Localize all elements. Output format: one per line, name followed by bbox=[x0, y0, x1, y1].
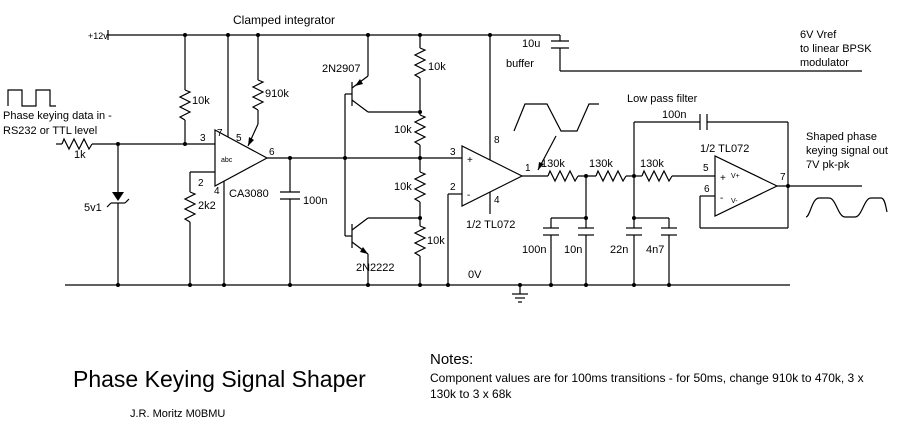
c-filter4-label: 4n7 bbox=[646, 244, 664, 256]
resistor-10k-bias-symbol bbox=[179, 89, 191, 121]
input-label-2: RS232 or TTL level bbox=[3, 125, 97, 137]
resistor-130k3-symbol bbox=[641, 170, 673, 182]
c-filter1-label: 100n bbox=[522, 244, 546, 256]
r-bias-bottom-label: 2k2 bbox=[198, 200, 216, 212]
r-bias-top-label: 10k bbox=[192, 95, 210, 107]
output-waveform-icon bbox=[805, 197, 888, 218]
clamp-stage bbox=[344, 35, 426, 285]
page-title: Phase Keying Signal Shaper bbox=[73, 366, 366, 392]
a-pin1-label: 1 bbox=[525, 163, 531, 174]
vref-label-3: modulator bbox=[800, 57, 849, 69]
resistor-10k-clamp1-symbol bbox=[414, 47, 426, 79]
r-clamp3-label: 10k bbox=[394, 181, 412, 193]
output-label-3: 7V pk-pk bbox=[806, 159, 850, 171]
ca-pin4-label: 4 bbox=[214, 186, 220, 197]
r-feedback-label: 910k bbox=[265, 88, 289, 100]
notes-line-1: Component values are for 100ms transitio… bbox=[430, 371, 864, 385]
input-network bbox=[56, 138, 215, 285]
notes-heading: Notes: bbox=[430, 351, 474, 368]
c-feedback-label: 100n bbox=[662, 109, 686, 121]
integrator-capacitor bbox=[280, 158, 300, 285]
b-plus-label: + bbox=[720, 173, 726, 184]
pin5-arrow-icon bbox=[248, 137, 254, 146]
r-clamp2-label: 10k bbox=[394, 124, 412, 136]
npn-label: 2N2222 bbox=[356, 262, 395, 274]
resistor-910k-symbol bbox=[252, 79, 264, 111]
b-vplus-label: V+ bbox=[731, 173, 740, 180]
resistor-2k2-symbol bbox=[184, 191, 196, 223]
b-pin6-label: 6 bbox=[704, 184, 710, 195]
lowpass-ladder bbox=[543, 122, 715, 285]
clamped-integrator-label: Clamped integrator bbox=[233, 13, 335, 27]
resistor-10k-clamp2-symbol bbox=[414, 114, 426, 146]
a-pin2-label: 2 bbox=[450, 182, 456, 193]
ca3080-label: CA3080 bbox=[229, 188, 269, 200]
buffer-label: buffer bbox=[506, 58, 534, 70]
supply-label: +12v bbox=[88, 31, 108, 41]
tl072b-stage bbox=[714, 155, 862, 217]
ca-mark-label: abc bbox=[221, 157, 233, 164]
tl072a-label: 1/2 TL072 bbox=[466, 219, 515, 231]
b-pin7-label: 7 bbox=[780, 172, 786, 183]
ground-rail bbox=[65, 284, 790, 303]
c-integrator-label: 100n bbox=[303, 195, 327, 207]
junction-dots bbox=[116, 33, 790, 287]
vref-label-1: 6V Vref bbox=[800, 29, 837, 41]
tl072a-opamp-icon bbox=[461, 145, 524, 207]
resistor-10k-clamp4-symbol bbox=[414, 225, 426, 257]
tl072a-stage bbox=[447, 35, 548, 285]
zener-label: 5v1 bbox=[84, 202, 102, 214]
c-filter2-label: 10n bbox=[564, 244, 582, 256]
r-filter2-label: 130k bbox=[589, 158, 613, 170]
notes-line-2: 130k to 3 x 68k bbox=[430, 387, 512, 401]
feedback-network bbox=[634, 114, 789, 229]
ca-pin7-label: 7 bbox=[217, 128, 223, 139]
tl072b-label: 1/2 TL072 bbox=[700, 143, 749, 155]
resistor-10k-clamp3-symbol bbox=[414, 171, 426, 203]
output-label-2: keying signal out bbox=[806, 145, 888, 157]
resistor-130k1-symbol bbox=[547, 170, 579, 182]
ca3080-stage bbox=[179, 35, 462, 285]
vref-label-2: to linear BPSK bbox=[800, 43, 872, 55]
author-credit: J.R. Moritz M0BMU bbox=[130, 408, 226, 420]
pnp-emitter-arrow-icon bbox=[355, 79, 363, 86]
b-minus-label: - bbox=[720, 193, 723, 204]
ca-pin5-label: 5 bbox=[236, 133, 242, 144]
input-square-wave-icon bbox=[7, 89, 56, 107]
b-pin5-label: 5 bbox=[703, 163, 709, 174]
r-input-label: 1k bbox=[74, 149, 86, 161]
trapezoid-annotation bbox=[513, 103, 599, 171]
lowpass-label: Low pass filter bbox=[627, 93, 698, 105]
resistor-1k-symbol bbox=[61, 138, 93, 150]
r-filter3-label: 130k bbox=[640, 158, 664, 170]
input-label-1: Phase keying data in - bbox=[3, 110, 112, 122]
ca-pin6-label: 6 bbox=[269, 147, 275, 158]
ca-pin2-label: 2 bbox=[198, 178, 204, 189]
a-pin3-label: 3 bbox=[450, 147, 456, 158]
tl072b-opamp-icon bbox=[714, 155, 779, 217]
supply-rail bbox=[107, 30, 862, 72]
r-filter1-label: 130k bbox=[541, 158, 565, 170]
pnp-label: 2N2907 bbox=[322, 63, 361, 75]
r-clamp4-label: 10k bbox=[427, 235, 445, 247]
a-plus-label: + bbox=[467, 155, 473, 166]
npn-emitter-arrow-icon bbox=[360, 247, 368, 254]
ca3080-opamp-icon bbox=[214, 128, 269, 188]
zener-diode-icon bbox=[112, 192, 124, 201]
ca-pin3-label: 3 bbox=[200, 133, 206, 144]
resistor-130k2-symbol bbox=[595, 170, 627, 182]
trapezoid-wave-icon bbox=[513, 103, 599, 132]
a-pin8-label: 8 bbox=[494, 135, 500, 146]
a-pin4-label: 4 bbox=[494, 195, 500, 206]
a-minus-label: - bbox=[467, 190, 470, 201]
c-supply-label: 10u bbox=[522, 38, 540, 50]
b-vminus-label: V- bbox=[731, 198, 738, 205]
schematic-canvas: +12v Clamped integrator 10u buffer 6V Vr… bbox=[3, 13, 888, 303]
c-filter3-label: 22n bbox=[610, 244, 628, 256]
output-label-1: Shaped phase bbox=[806, 131, 877, 143]
r-clamp1-label: 10k bbox=[428, 61, 446, 73]
ground-label: 0V bbox=[468, 269, 482, 281]
pointer-arrow-icon bbox=[538, 162, 544, 170]
